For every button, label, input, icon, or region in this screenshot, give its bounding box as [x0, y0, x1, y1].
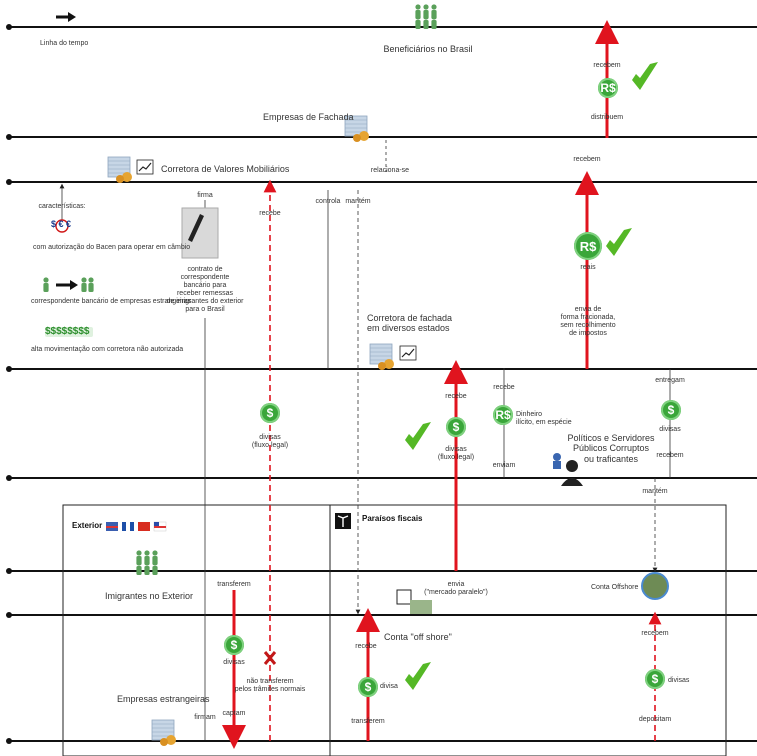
empresas-fachada-label: Empresas de Fachada	[263, 112, 354, 122]
dollar-coin-mid-icon: $	[446, 417, 466, 437]
entregam-label: entregam	[655, 377, 685, 385]
distribuem-label: distribuem	[591, 114, 623, 122]
recebem-top-label: recebem	[593, 62, 620, 70]
mantem-label: mantém	[345, 198, 370, 206]
exterior-box	[63, 505, 726, 756]
conta-offshore-2-label: Conta "off shore"	[384, 632, 452, 642]
corretora-chart-icon	[137, 160, 153, 174]
dollar-coin-bottom-left-icon: $	[224, 635, 244, 655]
controla-label: controla	[316, 198, 341, 206]
check-icon-bottom	[405, 662, 431, 690]
recebem-bottom-right-label: recebem	[641, 630, 668, 638]
enviam-label: enviam	[493, 462, 516, 470]
recebe-bottom-label: recebe	[355, 643, 376, 651]
check-icon-top	[632, 62, 658, 90]
check-icon-reais	[606, 228, 632, 256]
captam-label: captam	[223, 710, 246, 718]
divisas-right-label: divisas	[659, 426, 680, 434]
corretora-fachada-building-icon	[370, 344, 394, 370]
paraisos-label: Paraísos fiscais	[362, 514, 422, 523]
dollar-coin-right-icon: $	[661, 400, 681, 420]
reais-coin-top-icon: R$	[598, 78, 618, 98]
recebe-mid-label: recebe	[445, 393, 466, 401]
envia-paralelo-label: envia ("mercado paralelo")	[424, 581, 488, 597]
conta-offshore-1-label: Conta Offshore	[591, 584, 638, 592]
timeline-arrow-icon	[56, 12, 76, 22]
imigrantes-label: Imigrantes no Exterior	[105, 591, 193, 601]
dollar-row-label: $$$$$$$$	[45, 326, 90, 338]
x-mark-icon	[265, 652, 275, 664]
recebem-mid-label: recebem	[573, 156, 600, 164]
reais-coin-mid-icon: R$	[493, 405, 513, 425]
bacen-label: com autorização do Bacen para operar em …	[33, 244, 190, 252]
transferem-bottom-label: transferem	[351, 718, 384, 726]
nao-transferem-label: não transferem pelos trâmites normais	[235, 678, 305, 694]
depositam-label: depositam	[639, 716, 671, 724]
timeline-label: Linha do tempo	[40, 40, 88, 48]
corretora-label: Corretora de Valores Mobiliários	[161, 164, 289, 174]
currency-symbols-label: $ € €	[51, 219, 71, 229]
caracteristicas-label: características:	[38, 203, 85, 211]
empresas-estrangeiras-label: Empresas estrangeiras	[117, 694, 210, 704]
country-flags-icon	[106, 522, 166, 531]
contrato-label: contrato de correspondente bancário para…	[166, 266, 243, 314]
reais-coin-large-icon: R$	[574, 232, 602, 260]
check-icon-mid	[405, 422, 431, 450]
firmam-label: firmam	[194, 714, 215, 722]
alta-movimentacao-label: alta movimentação com corretora não auto…	[31, 346, 183, 354]
divisas-legal-2-label: divisas (fluxo legal)	[438, 446, 474, 462]
relaciona-label: relaciona-se	[371, 167, 409, 175]
recebe-left-label: recebe	[259, 210, 280, 218]
envia-fracionada-label: envia de forma fracionada, sem recolhime…	[560, 306, 615, 338]
beneficiaries-people-icon	[415, 4, 436, 29]
mantem-right-label: mantém	[642, 488, 667, 496]
dollar-coin-bottom-mid-icon: $	[358, 677, 378, 697]
beneficiaries-label: Beneficiários no Brasil	[383, 44, 472, 54]
recebem-right-label: recebem	[656, 452, 683, 460]
corretora-building-icon	[108, 157, 132, 183]
corretora-fachada-chart-icon	[400, 346, 416, 360]
divisa-label: divisa	[380, 683, 398, 691]
reais-label: reais	[580, 264, 595, 272]
timeline-dots	[6, 24, 12, 744]
divisas-legal-label: divisas (fluxo legal)	[252, 434, 288, 450]
dollar-coin-bottom-right-icon: $	[645, 669, 665, 689]
correspondente-people-icon	[43, 277, 93, 292]
recebe-small-label: recebe	[493, 384, 514, 392]
exterior-label: Exterior	[72, 521, 102, 530]
divisas-bottom-right-label: divisas	[668, 677, 689, 685]
transferem-top-label: transferem	[217, 581, 250, 589]
offshore-globe-icon	[642, 573, 668, 599]
dollar-coin-divisas-icon: $	[260, 403, 280, 423]
dinheiro-label: Dinheiro ilícito, em espécie	[516, 411, 572, 427]
politicos-label: Políticos e Servidores Públicos Corrupto…	[567, 433, 654, 464]
imigrantes-people-icon	[136, 550, 157, 575]
firma-label: firma	[197, 192, 213, 200]
corretora-fachada-label: Corretora de fachada em diversos estados	[367, 313, 452, 334]
palm-tree-icon	[335, 513, 351, 529]
empresas-estrangeiras-building-icon	[152, 720, 176, 746]
divisas-left-label: divisas	[223, 659, 244, 667]
